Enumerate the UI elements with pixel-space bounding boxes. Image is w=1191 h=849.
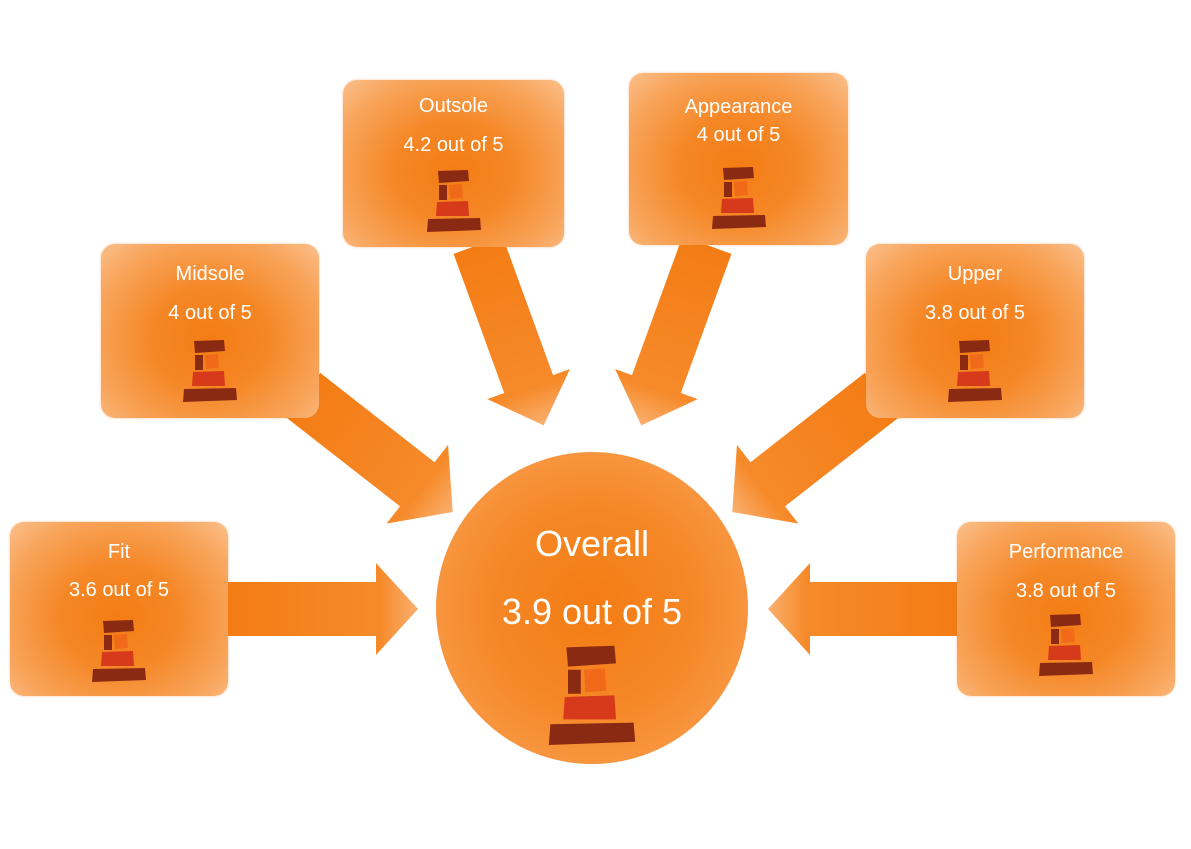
arrow-outsole bbox=[453, 236, 570, 426]
arrow-midsole bbox=[285, 372, 453, 524]
stacked-stones-icon bbox=[948, 340, 1002, 402]
category-label: Fit bbox=[107, 541, 131, 563]
overall-label: Overall bbox=[534, 523, 650, 564]
category-score: 3.8 out of 5 bbox=[924, 302, 1026, 324]
stacked-stones-icon bbox=[1039, 614, 1093, 676]
category-box-fit: Fit 3.6 out of 5 bbox=[10, 522, 228, 696]
category-box-performance: Performance 3.8 out of 5 bbox=[957, 522, 1175, 696]
category-score: 3.6 out of 5 bbox=[68, 579, 170, 601]
stacked-stones-icon bbox=[426, 170, 481, 232]
category-box-outsole: Outsole 4.2 out of 5 bbox=[343, 80, 564, 247]
category-box-appearance: Appearance 4 out of 5 bbox=[629, 73, 848, 245]
category-score: 4 out of 5 bbox=[168, 302, 252, 324]
arrow-fit bbox=[228, 563, 418, 655]
arrow-performance bbox=[768, 563, 958, 655]
category-score: 3.8 out of 5 bbox=[1015, 580, 1117, 602]
category-score: 4 out of 5 bbox=[696, 124, 781, 146]
category-label: Outsole bbox=[419, 95, 488, 117]
stacked-stones-icon bbox=[183, 340, 237, 402]
category-label: Appearance bbox=[684, 96, 793, 118]
stacked-stones-icon bbox=[548, 645, 636, 745]
arrow-appearance bbox=[615, 236, 732, 426]
stacked-stones-icon bbox=[711, 167, 766, 229]
overall-circle: Overall 3.9 out of 5 bbox=[436, 452, 748, 764]
category-box-midsole: Midsole 4 out of 5 bbox=[101, 244, 319, 418]
arrow-upper bbox=[732, 372, 900, 524]
category-label: Upper bbox=[947, 263, 1003, 285]
category-label: Performance bbox=[1008, 541, 1124, 563]
overall-score: 3.9 out of 5 bbox=[501, 591, 683, 632]
category-box-upper: Upper 3.8 out of 5 bbox=[866, 244, 1084, 418]
stacked-stones-icon bbox=[92, 620, 146, 682]
category-label: Midsole bbox=[175, 263, 245, 285]
category-score: 4.2 out of 5 bbox=[403, 134, 504, 156]
